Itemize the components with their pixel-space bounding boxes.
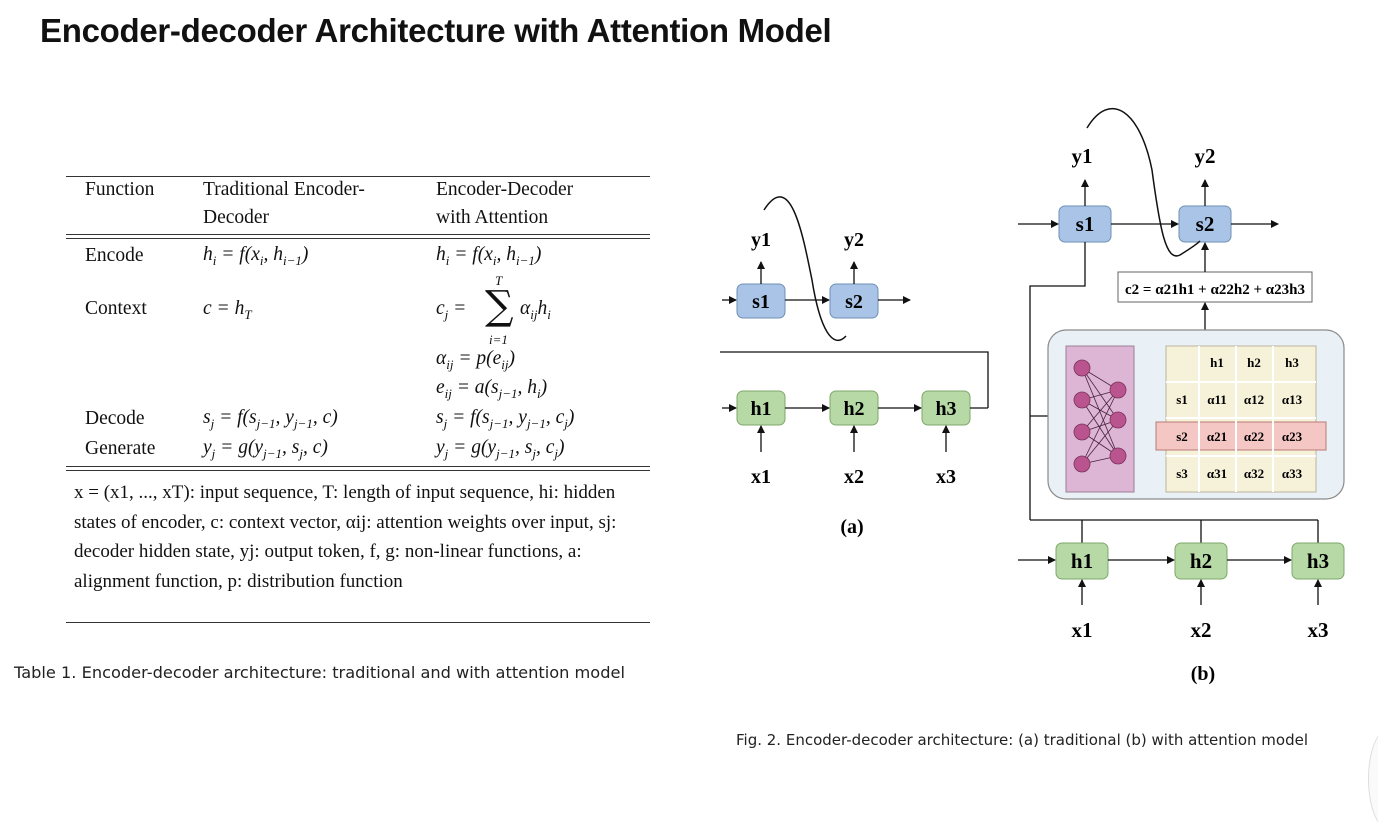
row-generate-attention: yj = g(yj−1, sj, cj): [436, 437, 565, 461]
row-decode-traditional: sj = f(sj−1, yj−1, c): [203, 407, 338, 431]
row-encode-traditional: hi = f(xi, hi−1): [203, 244, 309, 268]
row-context-traditional: c = hT: [203, 298, 252, 322]
b-input-x3: x3: [1308, 618, 1329, 642]
b-cell-a32: α32: [1244, 466, 1264, 481]
a-input-x2: x2: [844, 466, 864, 488]
table-caption: Table 1. Encoder-decoder architecture: t…: [14, 663, 625, 682]
table-header-rule-2: [66, 238, 650, 240]
b-panel-label: (b): [1191, 663, 1215, 685]
b-h2-label: h2: [1190, 549, 1212, 573]
b-col-header-h1: h1: [1210, 355, 1224, 370]
b-attention-matrix: h1 h2 h3 s1 s2 s3 α11 α12 α13 α21 α22 α2…: [1155, 345, 1327, 493]
sum-lower-limit: i=1: [489, 332, 508, 347]
b-input-x1: x1: [1072, 618, 1093, 642]
a-h1-label: h1: [750, 398, 771, 420]
header-traditional-line1: Traditional Encoder-: [203, 179, 365, 200]
page-title: Encoder-decoder Architecture with Attent…: [40, 12, 832, 49]
b-output-y2: y2: [1195, 144, 1216, 168]
sum-upper-limit: T: [495, 273, 503, 288]
sum-term: αijhi: [520, 298, 551, 322]
row-context-energy: eij = a(sj−1, hi): [436, 377, 548, 401]
a-input-x1: x1: [751, 466, 771, 488]
b-row-header-s1: s1: [1176, 392, 1188, 407]
b-cell-a22: α22: [1244, 429, 1264, 444]
sum-sign: ∑: [485, 283, 514, 329]
b-context-formula: c2 = α21h1 + α22h2 + α23h3: [1125, 282, 1305, 298]
table-footnote: x = (x1, ..., xT): input sequence, T: le…: [74, 482, 617, 592]
a-feedback-curve: [763, 196, 847, 342]
b-input-x2: x2: [1191, 618, 1212, 642]
architecture-diagrams: s1 s2 y1 y2 h1 h2 h3 x1 x2 x3 (a): [720, 107, 1345, 685]
b-cell-a13: α13: [1282, 392, 1303, 407]
header-attention-line1: Encoder-Decoder: [436, 179, 574, 200]
a-s2-label: s2: [845, 291, 863, 313]
diagram-b: s1 s2 y1 y2 c2 = α21h1 + α22h2 + α23h3: [1018, 107, 1345, 685]
b-h1-label: h1: [1071, 549, 1093, 573]
b-row-header-s3: s3: [1176, 466, 1188, 481]
row-context-alpha: αij = p(eij): [436, 348, 516, 372]
b-output-y1: y1: [1072, 144, 1093, 168]
row-generate-traditional: yj = g(yj−1, sj, c): [203, 437, 328, 461]
table-body-rule-2: [66, 470, 650, 472]
b-cell-a21: α21: [1207, 429, 1227, 444]
b-s1-label: s1: [1076, 212, 1095, 236]
table-body-rule-1: [66, 466, 650, 468]
b-context-box: [1117, 271, 1313, 303]
a-context-line: [720, 351, 989, 408]
table-top-rule: [66, 176, 650, 178]
b-highlight-row: [1155, 421, 1327, 451]
a-h2-label: h2: [843, 398, 864, 420]
row-decode-attention: sj = f(sj−1, yj−1, cj): [436, 407, 575, 431]
b-cell-a33: α33: [1282, 466, 1303, 481]
header-function: Function: [85, 179, 155, 200]
b-h3-label: h3: [1307, 549, 1329, 573]
b-row-header-s2: s2: [1176, 429, 1188, 444]
b-network-neurons: [1073, 359, 1127, 473]
row-encode-attention: hi = f(xi, hi−1): [436, 244, 542, 268]
a-panel-label: (a): [840, 516, 863, 538]
b-matrix-grid: [1166, 346, 1316, 492]
row-decode-label: Decode: [85, 408, 145, 429]
figure-caption: Fig. 2. Encoder-decoder architecture: (a…: [736, 731, 1308, 749]
b-cell-a12: α12: [1244, 392, 1264, 407]
b-s2-label: s2: [1196, 212, 1215, 236]
header-traditional-line2: Decoder: [203, 207, 270, 228]
a-output-y1: y1: [751, 229, 771, 251]
b-cell-a23: α23: [1282, 429, 1303, 444]
a-output-y2: y2: [844, 229, 864, 251]
row-generate-label: Generate: [85, 438, 156, 459]
a-h3-label: h3: [935, 398, 956, 420]
b-col-header-h2: h2: [1247, 355, 1261, 370]
b-col-header-h3: h3: [1285, 355, 1299, 370]
a-s1-label: s1: [752, 291, 770, 313]
b-cell-a31: α31: [1207, 466, 1227, 481]
b-cell-a11: α11: [1207, 392, 1227, 407]
a-input-x3: x3: [936, 466, 956, 488]
diagram-a: s1 s2 y1 y2 h1 h2 h3 x1 x2 x3 (a): [720, 196, 989, 538]
row-context-attention-sum: cj =: [436, 298, 467, 322]
table-bottom-rule: [66, 622, 650, 624]
row-encode-label: Encode: [85, 245, 144, 266]
row-context-label: Context: [85, 298, 147, 319]
b-s1-state-line: [1029, 242, 1086, 520]
table-header-rule-1: [66, 234, 650, 236]
b-feedback-curve: [1086, 107, 1201, 257]
header-attention-line2: with Attention: [436, 207, 549, 228]
